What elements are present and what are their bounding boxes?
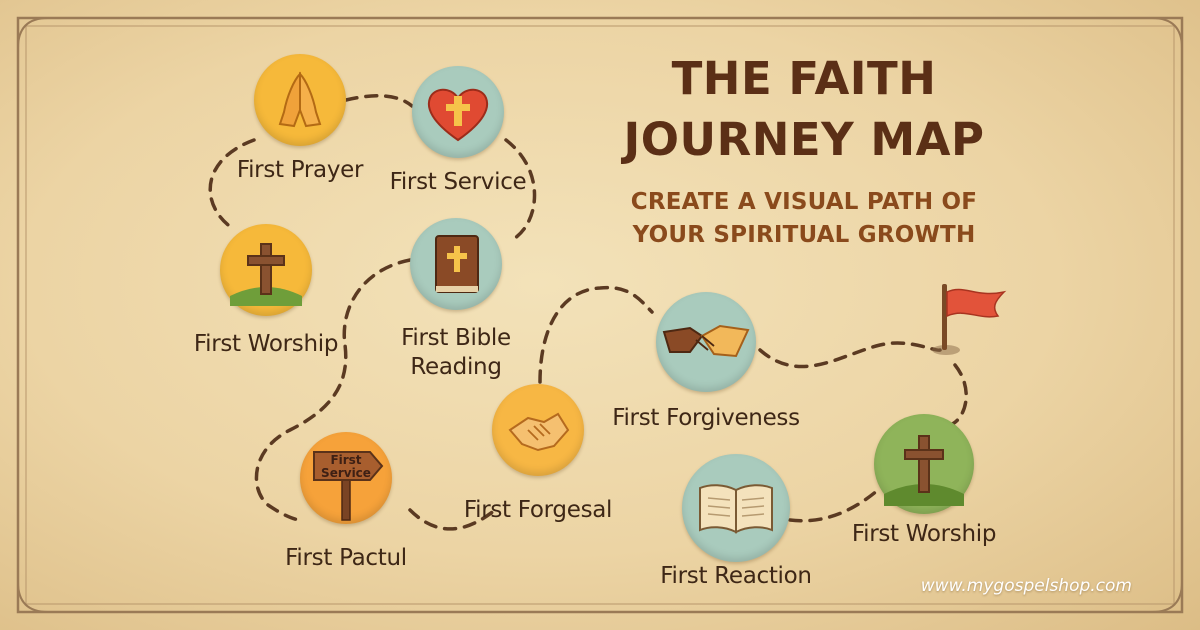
badge: [874, 414, 974, 514]
path-segment: [788, 488, 880, 523]
milestone-label: First Forgesal: [463, 497, 613, 523]
badge: [412, 66, 504, 158]
signpost-icon: First Service: [313, 451, 384, 521]
milestone-first-worship-cross: First Worship: [194, 224, 338, 357]
badge: [492, 384, 584, 476]
path-segment: [408, 508, 497, 531]
milestone-label: First Worship: [193, 331, 339, 357]
milestone-label: First Pactul: [285, 545, 407, 571]
handshake-icon: [508, 412, 570, 452]
milestone-first-pactul: First Service First Pactul: [285, 432, 407, 571]
path-segment: [254, 258, 412, 522]
path-segment: [538, 285, 654, 384]
path-segment: [344, 94, 414, 108]
praying-hands-icon: [278, 71, 322, 128]
path-segment: [758, 341, 942, 369]
badge: [682, 454, 790, 562]
milestone-first-forgesal: First Forgesal: [464, 384, 612, 523]
flag-icon: [932, 284, 1007, 355]
path-segment: [948, 363, 968, 427]
milestone-label: First Prayer: [236, 157, 364, 183]
badge: [656, 292, 756, 392]
handshake-icon: [662, 324, 750, 358]
milestone-first-service-heart: First Service: [390, 66, 527, 195]
milestone-label: First Service: [389, 169, 527, 195]
sign-text: First: [330, 453, 361, 467]
badge: [410, 218, 502, 310]
sign-text: Service: [321, 466, 371, 480]
milestone-first-reaction: First Reaction: [660, 454, 812, 589]
milestone-label: First Worship: [851, 521, 997, 547]
website-link[interactable]: www.mygospelshop.com: [920, 576, 1132, 596]
bible-icon: [435, 235, 479, 293]
cross-on-hill-icon: [230, 243, 302, 306]
path-segment: [504, 138, 537, 240]
heart-cross-icon: [427, 88, 489, 142]
milestone-first-worship-end: First Worship: [852, 414, 996, 547]
path-segment: [208, 138, 256, 230]
badge: [254, 54, 346, 146]
open-book-icon: [699, 484, 773, 534]
milestone-label: First Forgiveness: [612, 405, 800, 431]
badge: [220, 224, 312, 316]
milestone-first-prayer: First Prayer: [237, 54, 363, 183]
milestone-first-forgiveness: First Forgiveness: [612, 292, 800, 431]
badge: First Service: [300, 432, 392, 524]
milestone-label: First Reaction: [660, 563, 812, 589]
cross-on-hill-icon: [884, 435, 964, 506]
